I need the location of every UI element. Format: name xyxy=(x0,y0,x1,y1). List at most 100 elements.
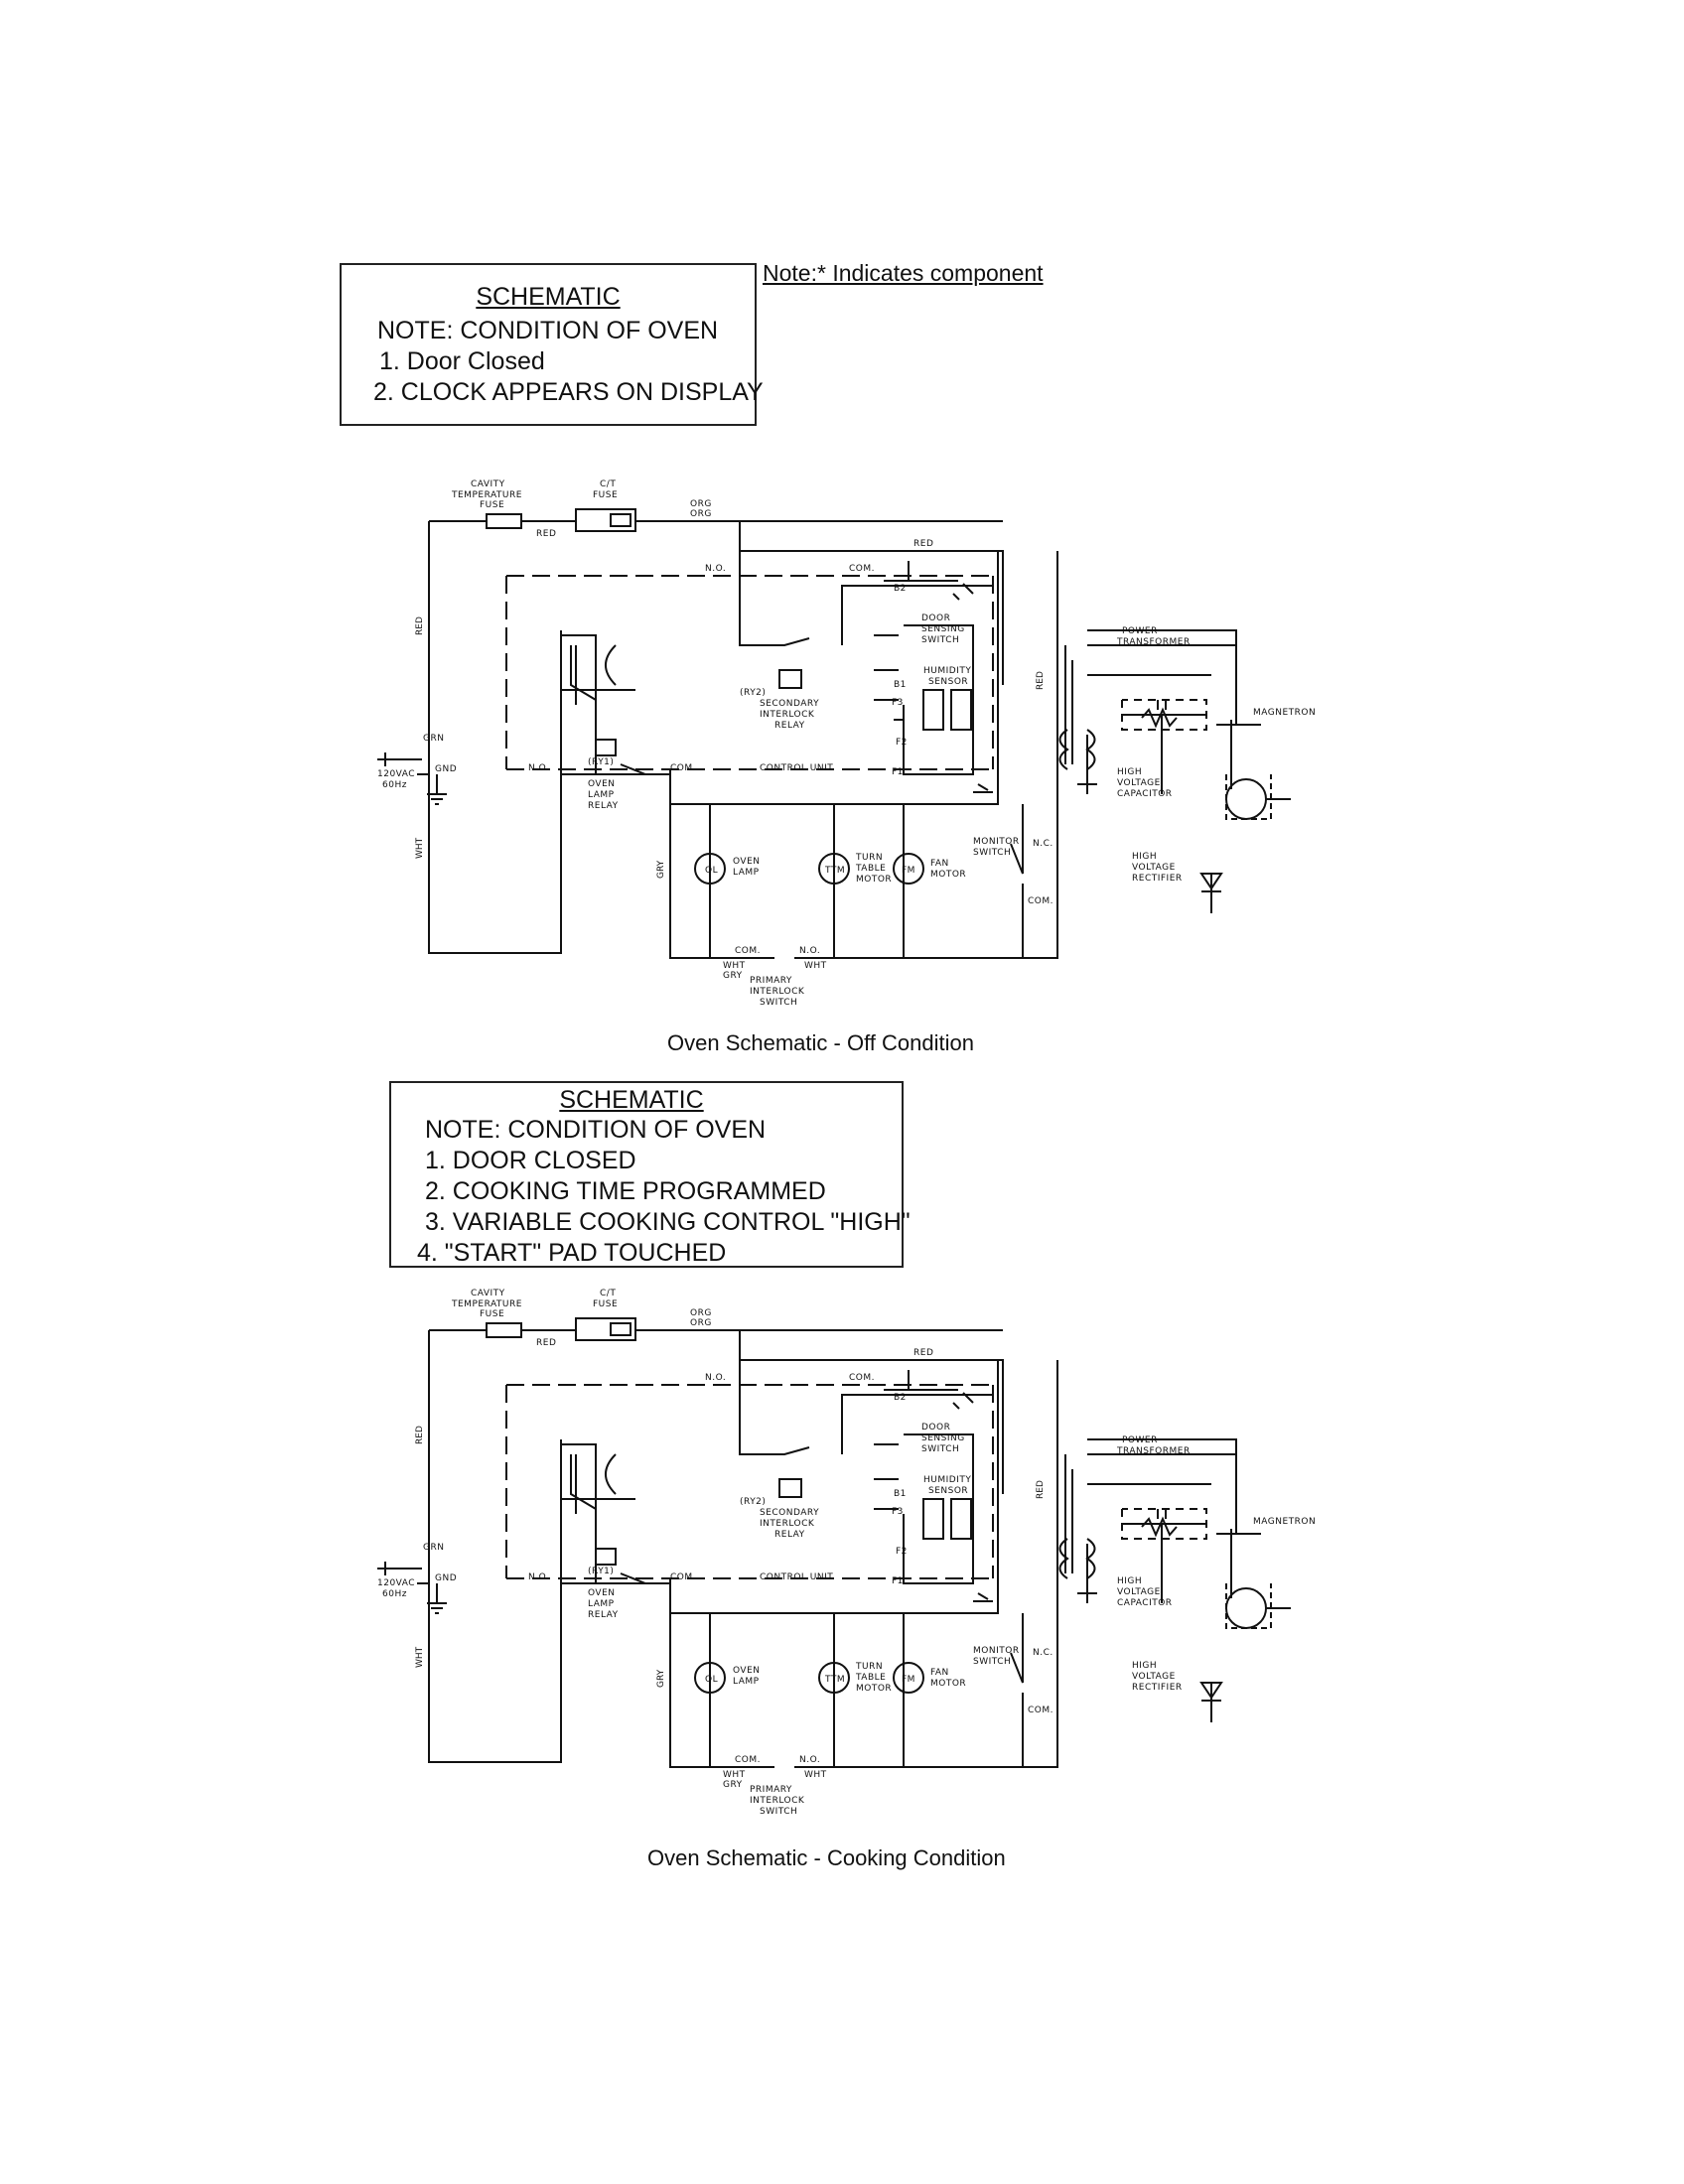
primary-switch-label: SWITCH xyxy=(760,998,797,1008)
schematic-labels: CAVITY TEMPERATURE FUSE C/T FUSE RED ORG… xyxy=(377,1289,1316,1817)
wire-red-label: RED xyxy=(1036,671,1046,690)
com-label: COM. xyxy=(849,1373,875,1383)
secondary-relay-label: INTERLOCK xyxy=(760,1519,815,1529)
no-label: N.O. xyxy=(799,946,820,956)
wire-org-label: ORG xyxy=(690,509,712,519)
secondary-relay-label: (RY2) xyxy=(740,1497,766,1507)
condition-line: 3. VARIABLE COOKING CONTROL "HIGH" xyxy=(425,1208,911,1236)
wire-gry-label: GRY xyxy=(656,1669,666,1688)
ol-label: OL xyxy=(705,866,718,876)
ct-fuse-label: FUSE xyxy=(593,1299,618,1309)
oven-lamp-relay-label: LAMP xyxy=(588,1599,615,1609)
hv-capacitor-label: HIGH xyxy=(1117,1576,1142,1586)
ct-fuse-label: C/T xyxy=(600,1289,616,1298)
hv-capacitor-label: VOLTAGE xyxy=(1117,1587,1161,1597)
cavity-fuse-label: CAVITY xyxy=(471,1289,505,1298)
primary-switch-label: INTERLOCK xyxy=(750,987,805,997)
magnetron-label: MAGNETRON xyxy=(1253,708,1316,718)
oven-lamp-relay-label: (RY1) xyxy=(588,1567,614,1576)
no-label: N.O. xyxy=(528,763,549,773)
secondary-relay-label: INTERLOCK xyxy=(760,710,815,720)
schematic-drawing xyxy=(377,1317,1291,1768)
b1-label: B1 xyxy=(894,1489,907,1499)
hv-capacitor-label: CAPACITOR xyxy=(1117,789,1173,799)
oven-lamp-relay-label: RELAY xyxy=(588,1610,619,1620)
tm-label: TTM xyxy=(824,866,845,876)
com-label: COM. xyxy=(670,1572,696,1582)
oven-lamp-relay-label: OVEN xyxy=(588,1588,616,1598)
gnd-label: GND xyxy=(435,764,457,774)
oven-lamp-label: OVEN xyxy=(733,857,761,867)
humidity-sensor-label: HUMIDITY xyxy=(923,666,971,676)
secondary-relay-label: SECONDARY xyxy=(760,1508,819,1518)
secondary-relay-label: RELAY xyxy=(774,721,805,731)
condition-line: 4. "START" PAD TOUCHED xyxy=(417,1239,727,1267)
wire-red-label: RED xyxy=(415,616,425,635)
control-unit-label: CONTROL UNIT xyxy=(760,1572,833,1582)
door-sensing-label: SWITCH xyxy=(921,1444,959,1454)
secondary-relay-label: (RY2) xyxy=(740,688,766,698)
turntable-label: TURN xyxy=(855,1662,883,1672)
hv-capacitor-label: CAPACITOR xyxy=(1117,1598,1173,1608)
gry-label: GRY xyxy=(723,971,743,981)
f2-label: F2 xyxy=(896,1547,908,1557)
oven-lamp-relay-label: RELAY xyxy=(588,801,619,811)
secondary-relay-label: SECONDARY xyxy=(760,699,819,709)
hv-capacitor-label: VOLTAGE xyxy=(1117,778,1161,788)
wire-wht-label: WHT xyxy=(415,1646,425,1668)
caption-cooking-condition: Oven Schematic - Cooking Condition xyxy=(647,1845,1006,1870)
com-label: COM. xyxy=(670,763,696,773)
turntable-label: TURN xyxy=(855,853,883,863)
door-sensing-label: DOOR xyxy=(921,614,950,623)
turntable-label: TABLE xyxy=(855,1673,886,1683)
primary-switch-label: PRIMARY xyxy=(750,1785,792,1795)
fm-label: FM xyxy=(902,1675,915,1685)
monitor-switch-label: SWITCH xyxy=(973,848,1011,858)
primary-switch-label: PRIMARY xyxy=(750,976,792,986)
no-label: N.O. xyxy=(528,1572,549,1582)
vertical-wire-labels: RED WHT GRY RED xyxy=(415,616,1046,879)
condition-line: NOTE: CONDITION OF OVEN xyxy=(377,317,719,344)
hv-rectifier-label: HIGH xyxy=(1132,852,1157,862)
wire-red-label: RED xyxy=(536,529,556,539)
wire-org-label: ORG xyxy=(690,1308,712,1318)
tm-label: TTM xyxy=(824,1675,845,1685)
fan-motor-label: MOTOR xyxy=(930,870,966,880)
oven-schematic-off: CAVITY TEMPERATURE FUSE C/T FUSE RED ORG… xyxy=(377,479,1316,1008)
no-label: N.O. xyxy=(705,564,726,574)
cavity-fuse-label: TEMPERATURE xyxy=(451,490,522,500)
f2-label: F2 xyxy=(896,738,908,748)
no-label: N.O. xyxy=(799,1755,820,1765)
oven-lamp-relay-label: (RY1) xyxy=(588,757,614,767)
wire-red-label: RED xyxy=(536,1338,556,1348)
monitor-switch-label: MONITOR xyxy=(973,837,1020,847)
door-sensing-label: DOOR xyxy=(921,1423,950,1433)
hv-capacitor-label: HIGH xyxy=(1117,767,1142,777)
schematic-drawing xyxy=(377,508,1291,959)
condition-line: 1. DOOR CLOSED xyxy=(425,1147,636,1174)
schematic-title-1: SCHEMATIC xyxy=(476,283,621,311)
com-label: COM. xyxy=(735,946,761,956)
hv-rectifier-label: RECTIFIER xyxy=(1132,1683,1183,1693)
gry-label: GRY xyxy=(723,1780,743,1790)
power-transformer-label: TRANSFORMER xyxy=(1116,1446,1191,1456)
component-note: Note:* Indicates component xyxy=(763,260,1044,286)
nc-label: N.C. xyxy=(1033,839,1053,849)
primary-switch-label: INTERLOCK xyxy=(750,1796,805,1806)
cavity-fuse-label: TEMPERATURE xyxy=(451,1299,522,1309)
hv-rectifier-label: HIGH xyxy=(1132,1661,1157,1671)
condition-line: 2. COOKING TIME PROGRAMMED xyxy=(425,1177,826,1205)
wire-gry-label: GRY xyxy=(656,860,666,879)
oven-lamp-relay-label: LAMP xyxy=(588,790,615,800)
nc-label: N.C. xyxy=(1033,1648,1053,1658)
wire-red-label: RED xyxy=(913,539,933,549)
wht-label: WHT xyxy=(804,961,827,971)
monitor-switch-label: MONITOR xyxy=(973,1646,1020,1656)
fan-motor-label: FAN xyxy=(930,859,949,869)
ct-fuse-label: C/T xyxy=(600,479,616,489)
oven-lamp-label: LAMP xyxy=(733,868,760,878)
humidity-sensor-label: SENSOR xyxy=(928,1486,968,1496)
turntable-label: MOTOR xyxy=(856,875,892,885)
door-sensing-label: SENSING xyxy=(921,624,965,634)
condition-line: 1. Door Closed xyxy=(379,347,545,375)
